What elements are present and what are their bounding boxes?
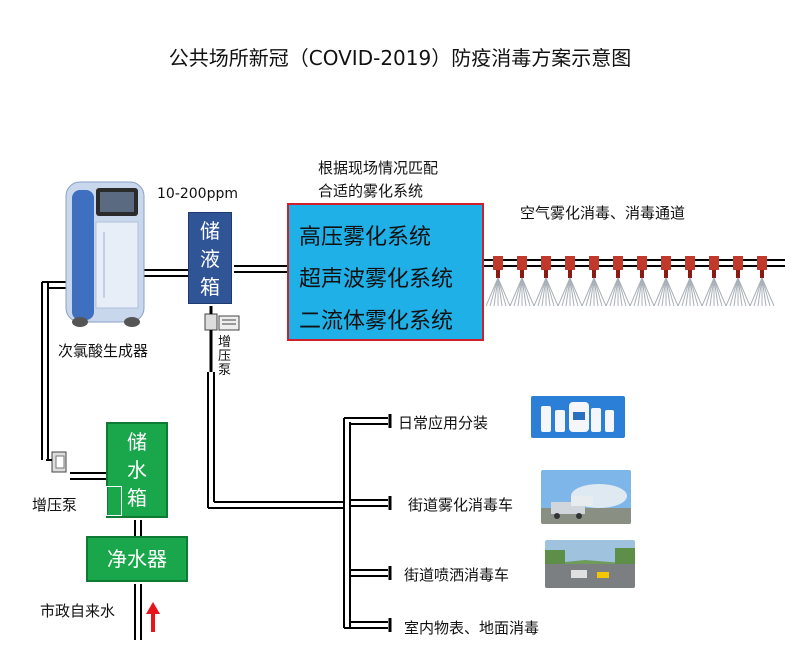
pipe-pump-to-watertank <box>70 472 108 480</box>
pump-left-label: 增压泵 <box>32 496 78 514</box>
app-indoor-surface: 室内物表、地面消毒 <box>404 619 540 637</box>
generator-label: 次氯酸生成器 <box>58 342 149 360</box>
pump-under-tank-shape <box>204 306 240 372</box>
spray-nozzle <box>653 256 679 307</box>
app-street-spray-truck: 街道喷洒消毒车 <box>404 566 510 584</box>
pump-under-tank-label: 增压泵 <box>218 335 232 378</box>
water-tank-label: 储水箱 <box>127 430 147 510</box>
spray-nozzle <box>605 256 631 307</box>
system-two-fluid: 二流体雾化系统 <box>299 309 454 334</box>
air-channel-label: 空气雾化消毒、消毒通道 <box>520 204 686 222</box>
spray-nozzle <box>725 256 751 307</box>
spray-nozzle <box>485 256 511 307</box>
water-purifier: 净水器 <box>86 536 188 582</box>
pipe-distribution-trunk <box>343 417 388 629</box>
tap-water-arrow <box>146 602 160 632</box>
atomization-systems-box: 高压雾化系统 超声波雾化系统 二流体雾化系统 <box>287 203 484 341</box>
app-daily-dispensing: 日常应用分装 <box>398 414 489 432</box>
system-note-line1: 根据现场情况匹配 <box>318 159 439 177</box>
generator-machine-shape <box>65 181 145 327</box>
bottles-image <box>531 396 625 438</box>
storage-tank: 储液箱 <box>188 212 232 304</box>
water-tank-window <box>106 486 122 516</box>
tap-water-label: 市政自来水 <box>40 602 116 620</box>
app-street-fog-truck: 街道雾化消毒车 <box>408 496 514 514</box>
spray-nozzle <box>629 256 655 307</box>
fog-truck-image <box>541 470 631 524</box>
spray-nozzle <box>677 256 703 307</box>
diagram-title: 公共场所新冠（COVID-2019）防疫消毒方案示意图 <box>168 46 632 70</box>
system-note-line2: 合适的雾化系统 <box>318 182 424 200</box>
spray-nozzle <box>701 256 727 307</box>
pump-left-shape <box>46 451 67 473</box>
pipe-water-vertical <box>134 520 142 640</box>
pipe-tank-to-distribution <box>207 372 344 509</box>
concentration-label: 10-200ppm <box>157 186 238 202</box>
spray-nozzles <box>485 256 775 307</box>
pipe-generator-to-tank <box>140 269 190 277</box>
water-tank: 储水箱 <box>106 422 168 518</box>
spray-nozzle <box>557 256 583 307</box>
storage-tank-label: 储液箱 <box>200 219 220 299</box>
spray-nozzle <box>509 256 535 307</box>
spray-truck-image <box>545 540 635 588</box>
spray-nozzle <box>533 256 559 307</box>
water-purifier-label: 净水器 <box>107 547 167 571</box>
system-ultrasonic: 超声波雾化系统 <box>299 267 454 292</box>
spray-nozzle <box>581 256 607 307</box>
system-high-pressure: 高压雾化系统 <box>299 225 432 250</box>
pipe-tank-to-system <box>234 265 288 273</box>
spray-nozzle <box>749 256 775 307</box>
